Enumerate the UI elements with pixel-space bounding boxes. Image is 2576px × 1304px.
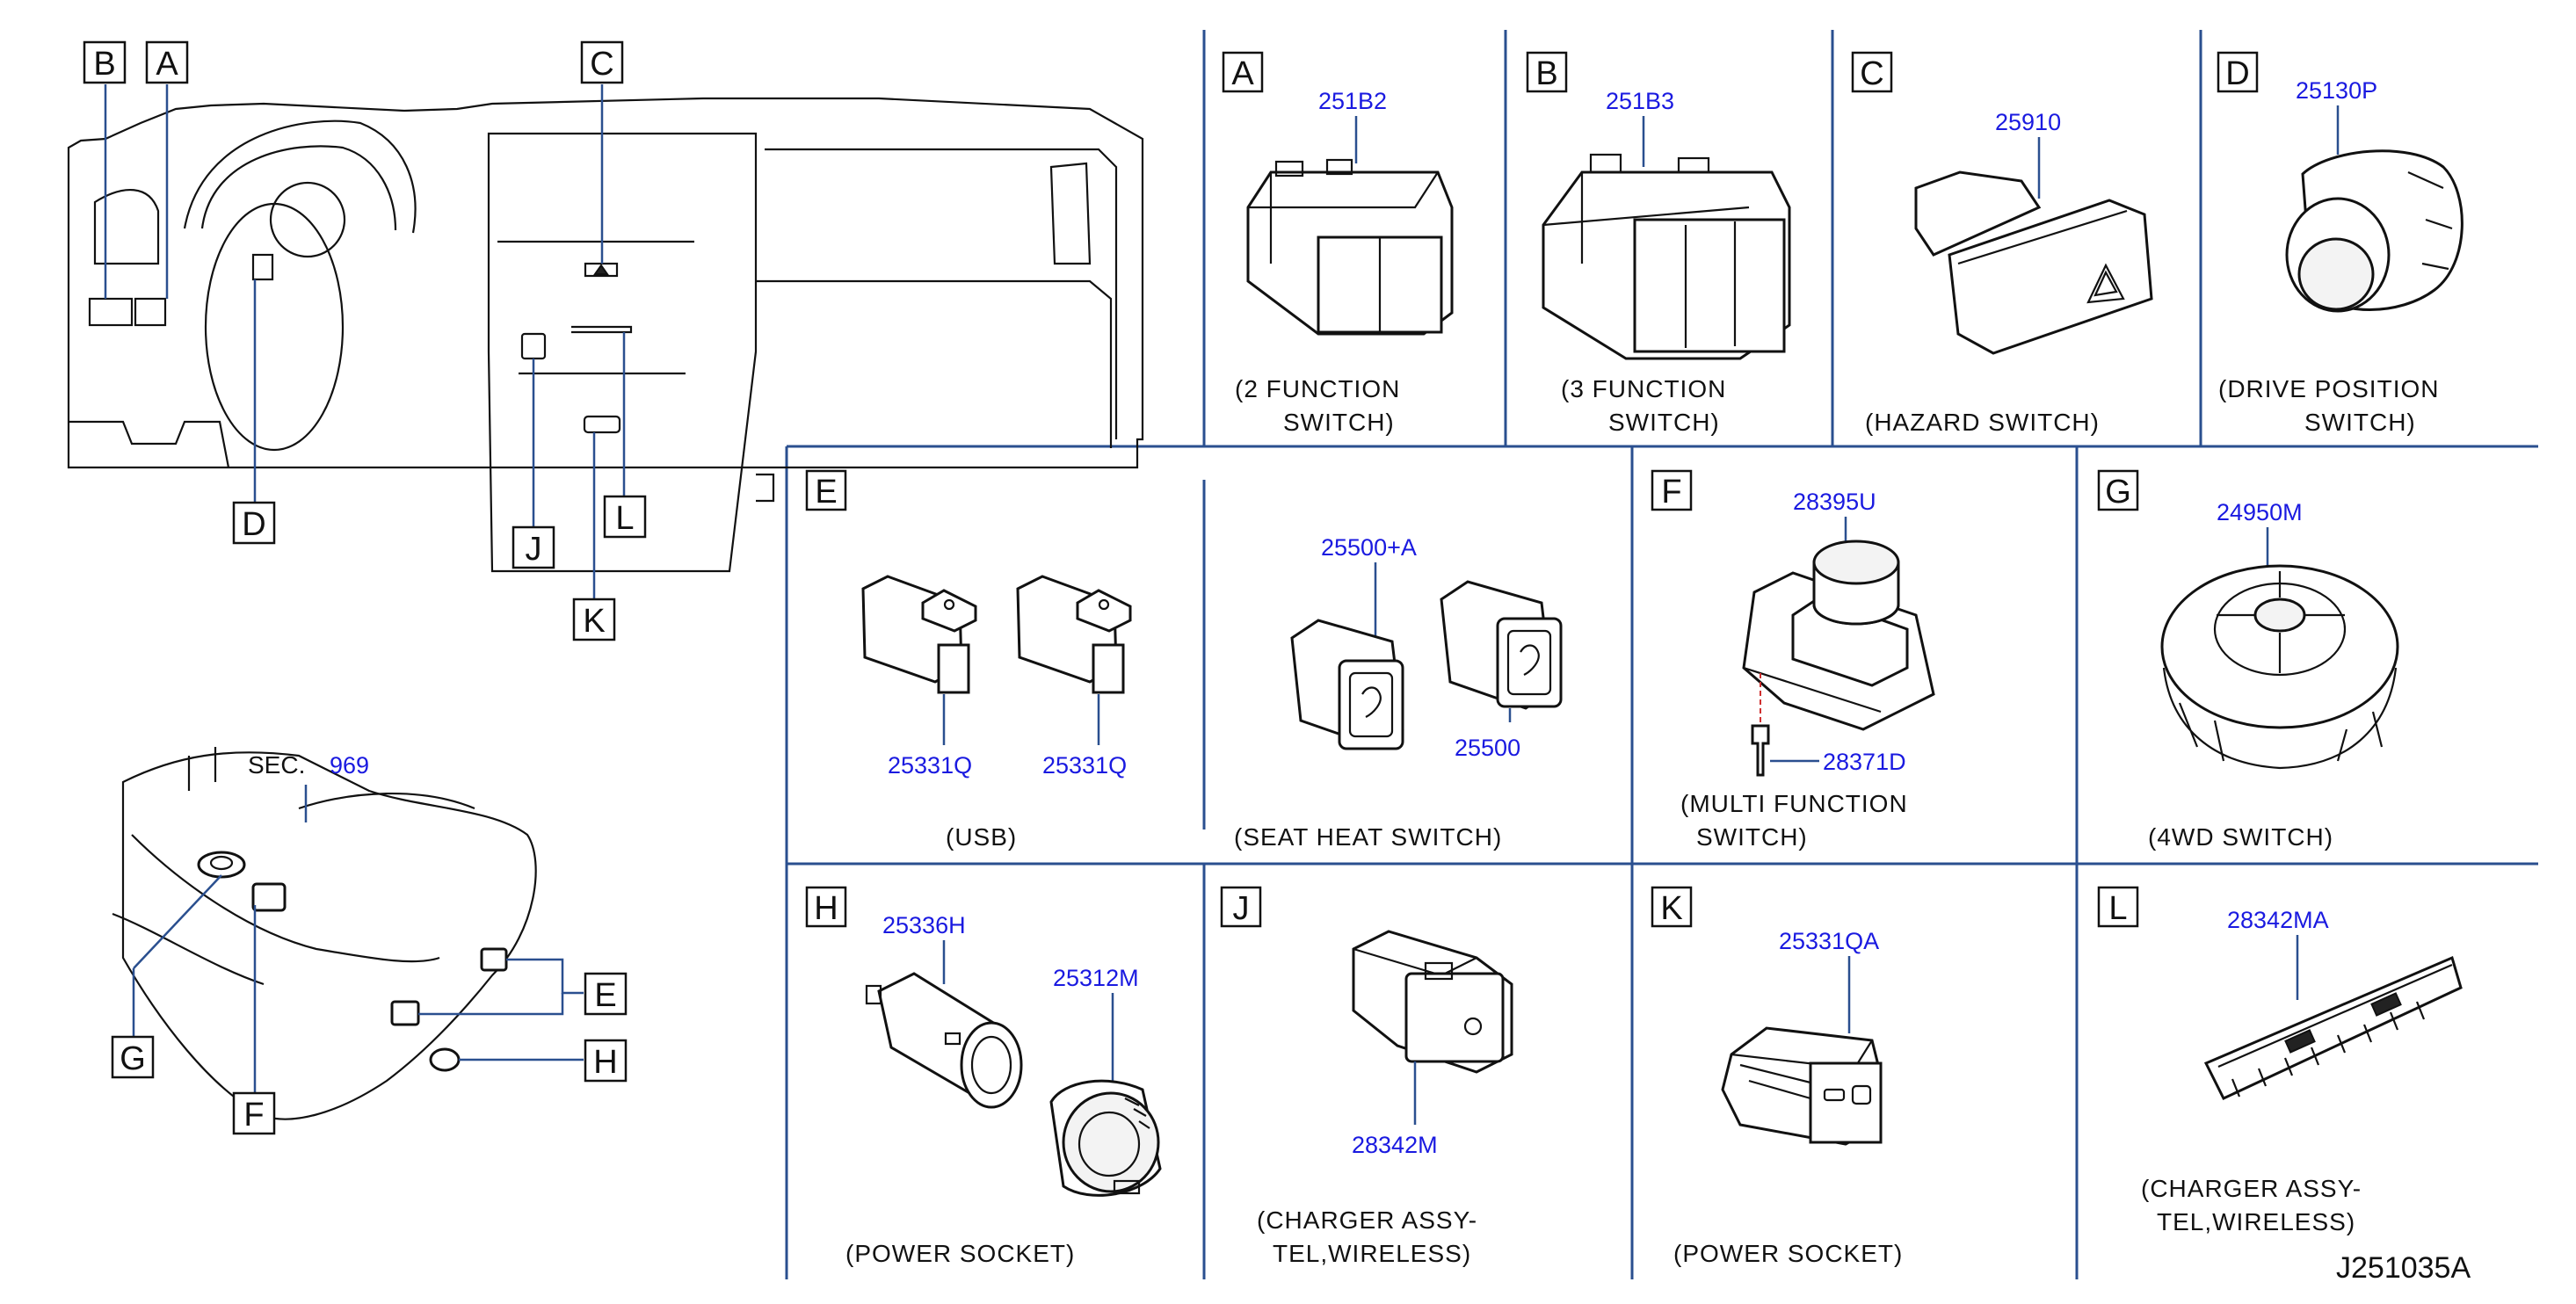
part-28371d: 28371D <box>1823 749 1906 775</box>
drive-position-switch <box>2285 149 2464 313</box>
sec-number: 969 <box>330 752 369 779</box>
section-f-letter: F <box>1661 474 1681 511</box>
part-25910: 25910 <box>1995 109 2061 135</box>
part-25500: 25500 <box>1455 735 1520 761</box>
section-b-caption-2: SWITCH) <box>1608 409 1720 436</box>
section-c-caption-1: (HAZARD SWITCH) <box>1865 409 2100 436</box>
two-function-switch <box>1246 158 1454 336</box>
callout-f: F <box>243 1097 264 1134</box>
section-k-caption-1: (POWER SOCKET) <box>1673 1240 1903 1267</box>
section-b: B 251B3 (3 FUNCTION SWITCH) <box>1526 51 1791 436</box>
callout-e: E <box>594 977 616 1014</box>
part-25500a: 25500+A <box>1321 534 1417 561</box>
section-d: D 25130P (DRIVE POSITION SWITCH) <box>2217 51 2464 436</box>
fourwd-switch <box>2160 564 2399 770</box>
section-b-letter: B <box>1535 55 1557 92</box>
seat-heat-switch-1 <box>1290 619 1404 750</box>
section-j-caption-2: TEL,WIRELESS) <box>1273 1240 1471 1267</box>
section-e: E 25331Q 25331Q (USB) 25500+A <box>805 469 1563 851</box>
part-28395u: 28395U <box>1793 489 1876 515</box>
section-a: A 251B2 (2 FUNCTION SWITCH) <box>1222 51 1454 436</box>
usb-connector-1 <box>861 575 977 694</box>
section-a-letter: A <box>1231 55 1254 92</box>
callout-l: L <box>615 500 634 537</box>
section-k-letter: K <box>1660 890 1682 927</box>
section-h: H 25336H 25312M (POWER SOCKET) <box>805 886 1162 1267</box>
part-25331q-1: 25331Q <box>888 752 972 779</box>
power-socket-h2 <box>1049 1079 1162 1197</box>
section-a-caption-1: (2 FUNCTION <box>1235 375 1400 402</box>
section-h-letter: H <box>814 890 838 927</box>
three-function-switch <box>1542 153 1791 360</box>
hazard-switch <box>1914 170 2153 355</box>
section-g-letter: G <box>2105 474 2131 511</box>
section-d-caption-2: SWITCH) <box>2304 409 2416 436</box>
section-g: G 24950M (4WD SWITCH) <box>2097 469 2399 851</box>
dashboard-overview: B A C D J K L <box>67 40 1144 641</box>
charger-assy-l <box>2203 955 2463 1100</box>
section-f-caption-2: SWITCH) <box>1696 823 1808 851</box>
part-28342ma: 28342MA <box>2227 907 2329 933</box>
seat-heat-switch-2 <box>1440 580 1563 710</box>
charger-assy-j <box>1352 930 1513 1074</box>
section-e-caption-seat: (SEAT HEAT SWITCH) <box>1234 823 1502 851</box>
section-l-letter: L <box>2108 890 2127 927</box>
section-l-caption-1: (CHARGER ASSY- <box>2141 1175 2362 1202</box>
sec-label: SEC. <box>248 751 305 779</box>
power-socket-h1 <box>865 972 1023 1109</box>
section-l-caption-2: TEL,WIRELESS) <box>2157 1208 2355 1235</box>
section-d-letter: D <box>2225 55 2249 92</box>
section-e-caption-usb: (USB) <box>946 823 1017 851</box>
section-b-caption-1: (3 FUNCTION <box>1561 375 1726 402</box>
section-d-caption-1: (DRIVE POSITION <box>2218 375 2439 402</box>
section-h-caption-1: (POWER SOCKET) <box>845 1240 1075 1267</box>
callout-k: K <box>583 603 605 640</box>
callout-g: G <box>120 1040 146 1077</box>
part-24950m: 24950M <box>2217 499 2303 525</box>
section-j-letter: J <box>1233 890 1250 927</box>
part-25331qa: 25331QA <box>1779 928 1879 954</box>
section-c-letter: C <box>1860 55 1883 92</box>
part-25336h: 25336H <box>882 912 966 938</box>
part-25130p: 25130P <box>2296 77 2377 104</box>
callout-a: A <box>156 46 178 83</box>
section-c: C 25910 (HAZARD SWITCH) <box>1851 51 2153 436</box>
section-f: F 28395U 28371D (MULTI FUNCTION SWITCH) <box>1651 469 1935 851</box>
power-socket-k <box>1721 1026 1883 1146</box>
section-a-caption-2: SWITCH) <box>1283 409 1395 436</box>
section-k: K 25331QA (POWER SOCKET) <box>1651 886 1903 1267</box>
section-e-letter: E <box>815 474 837 511</box>
callout-h: H <box>593 1044 617 1081</box>
part-251b3: 251B3 <box>1606 88 1674 114</box>
part-25331q-2: 25331Q <box>1042 752 1127 779</box>
section-l: L 28342MA (CHARGER ASSY- TEL,WIRELESS) <box>2097 886 2463 1235</box>
callout-b: B <box>93 46 115 83</box>
section-g-caption-1: (4WD SWITCH) <box>2148 823 2333 851</box>
part-28342m: 28342M <box>1352 1132 1438 1158</box>
multi-function-switch <box>1742 540 1935 731</box>
section-grid <box>785 30 2538 1279</box>
part-25312m: 25312M <box>1053 965 1139 991</box>
callout-c: C <box>590 46 613 83</box>
part-251b2: 251B2 <box>1318 88 1387 114</box>
section-f-caption-1: (MULTI FUNCTION <box>1680 790 1908 817</box>
section-j: J 28342M (CHARGER ASSY- TEL,WIRELESS) <box>1220 886 1513 1267</box>
callout-d: D <box>242 506 265 543</box>
callout-j: J <box>526 531 542 568</box>
section-j-caption-1: (CHARGER ASSY- <box>1257 1206 1477 1234</box>
console-overview: SEC. 969 E G F H <box>111 747 628 1135</box>
diagram-id: J251035A <box>2336 1251 2471 1285</box>
usb-connector-2 <box>1016 575 1132 694</box>
